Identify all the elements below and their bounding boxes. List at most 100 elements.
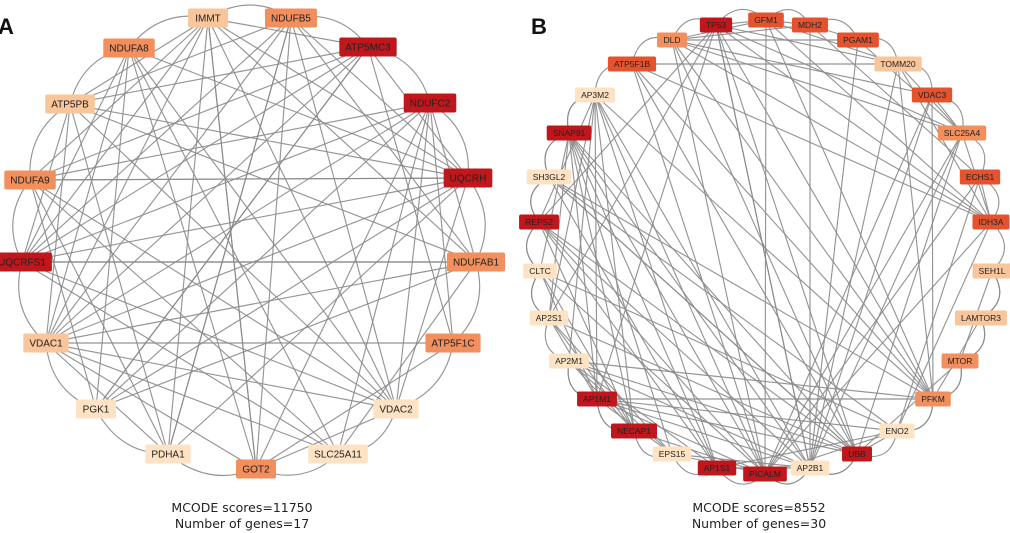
network-edge: [856, 360, 961, 455]
network-edge: [539, 270, 766, 475]
network-edge: [539, 270, 635, 432]
gene-node-box: [443, 168, 493, 188]
network-edge: [715, 24, 963, 134]
gene-node-uqcrh: UQCRH: [443, 168, 493, 188]
gene-node-label: PDHA1: [151, 450, 185, 461]
gene-node-tomm20: TOMM20: [874, 56, 922, 72]
gene-node-lamtor3: LAMTOR3: [955, 310, 1007, 326]
network-edge: [671, 39, 934, 400]
network-edge: [45, 103, 71, 344]
gene-node-box: [911, 87, 953, 103]
network-edge: [45, 47, 130, 344]
gene-node-box: [23, 333, 69, 353]
network-edge: [167, 17, 209, 455]
gene-node-snap91: SNAP91: [546, 125, 592, 141]
gene-node-gfm1: GFM1: [748, 12, 784, 28]
gene-node-ndufb5: NDUFB5: [264, 8, 318, 28]
gene-node-label: SNAP91: [553, 128, 586, 138]
gene-node-box: [4, 170, 56, 190]
network-edge: [631, 63, 992, 223]
network-edge: [167, 177, 469, 455]
gene-node-eps15: EPS15: [652, 446, 692, 462]
gene-node-box: [529, 310, 569, 326]
gene-node-ndufa8: NDUFA8: [103, 38, 155, 58]
network-edge: [715, 24, 811, 469]
gene-node-box: [607, 56, 657, 72]
gene-node-label: NECAP1: [617, 426, 651, 436]
network-edge: [207, 17, 397, 410]
network-edge: [538, 24, 717, 223]
network-edge: [631, 63, 934, 400]
network-edge: [568, 132, 811, 469]
gene-node-ap2m1: AP2M1: [549, 353, 589, 369]
gene-node-label: AP2M1: [555, 356, 583, 366]
gene-node-box: [743, 466, 787, 482]
gene-node-mtor: MTOR: [941, 353, 979, 369]
network-edge: [715, 24, 992, 223]
network-edge: [594, 94, 718, 469]
network-edge: [45, 342, 397, 410]
network-edge: [395, 342, 454, 410]
gene-node-ndufab1: NDUFAB1: [446, 252, 506, 272]
mcode-score-b: MCODE scores=8552: [692, 500, 825, 515]
network-edge: [548, 132, 570, 319]
gene-node-box: [145, 444, 191, 464]
gene-node-box: [549, 353, 589, 369]
gene-node-uqcrfs1: UQCRFS1: [0, 252, 52, 272]
network-edge: [207, 17, 477, 263]
gene-node-label: PGAM1: [843, 35, 873, 45]
network-edge: [538, 221, 718, 469]
gene-node-label: SH3GL2: [533, 172, 566, 182]
network-edge: [128, 47, 469, 179]
gene-node-pgam1: PGAM1: [837, 32, 879, 48]
network-edge: [452, 261, 481, 344]
network-edge: [69, 17, 292, 105]
panel-letter-a: A: [0, 14, 14, 39]
gene-node-ap2s1: AP2S1: [529, 310, 569, 326]
gene-node-label: ATP5MC3: [345, 43, 391, 54]
gene-node-label: CLTC: [529, 266, 551, 276]
network-edge: [95, 46, 369, 410]
gene-node-tp53: TP53: [699, 17, 733, 33]
network-edge: [568, 360, 934, 400]
network-edge: [29, 179, 169, 455]
gene-node-label: UQCRFS1: [0, 258, 46, 269]
gene-node-ap3m2: AP3M2: [575, 87, 615, 103]
gene-node-label: REPS2: [525, 217, 553, 227]
network-edge: [69, 46, 369, 105]
gene-node-label: SLC25A11: [314, 450, 362, 461]
network-edge: [671, 39, 766, 475]
network-edge: [548, 176, 718, 469]
network-edge: [764, 176, 981, 475]
gene-node-label: PFKM: [921, 394, 945, 404]
gene-node-box: [45, 94, 95, 114]
gene-node-ap2b1: AP2B1: [790, 460, 830, 476]
gene-node-label: NDUFC2: [410, 99, 451, 110]
network-edge: [809, 94, 933, 469]
network-edge: [568, 132, 718, 469]
network-edge: [856, 132, 963, 455]
gene-node-box: [879, 423, 915, 439]
network-edge: [95, 47, 130, 410]
network-edge: [21, 177, 469, 263]
network-edge: [290, 17, 469, 179]
network-edge: [539, 132, 570, 272]
network-edge: [21, 46, 369, 263]
network-edge: [568, 132, 766, 475]
gene-node-vdac1: VDAC1: [23, 333, 69, 353]
gene-node-label: NDUFB5: [271, 14, 311, 25]
gene-node-box: [188, 8, 228, 28]
gene-node-eno2: ENO2: [879, 423, 915, 439]
gene-node-box: [76, 399, 116, 419]
gene-node-label: NDUFA9: [10, 176, 50, 187]
network-edge: [596, 398, 898, 432]
network-edge: [29, 177, 469, 181]
network-edge: [671, 453, 811, 469]
network-edge: [45, 342, 339, 455]
network-edge: [671, 24, 811, 41]
network-edge: [671, 39, 933, 96]
gene-node-label: AP3M2: [581, 90, 609, 100]
network-edge: [548, 176, 858, 455]
